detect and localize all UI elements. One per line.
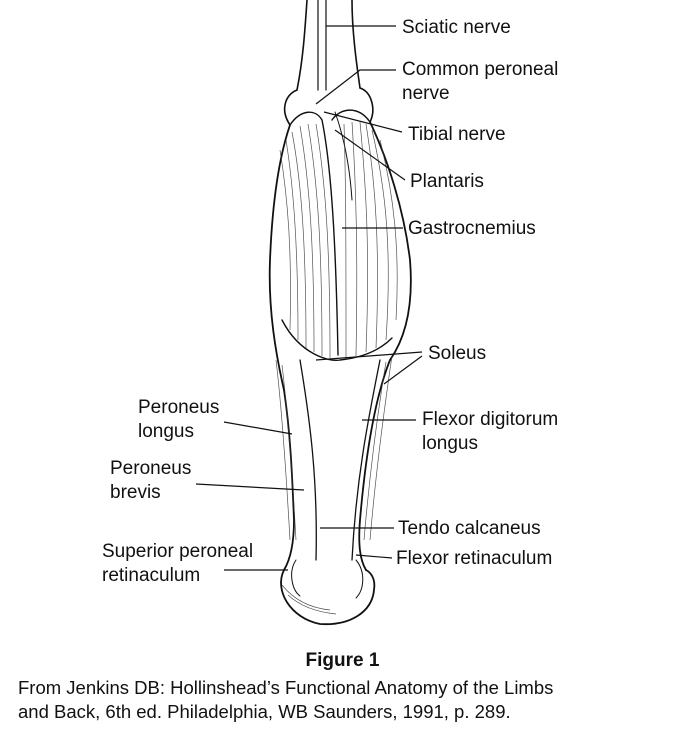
tendo-calcaneus-drawing [299,359,317,561]
label-superior-peroneal-retinaculum-line1: Superior peroneal [102,541,254,562]
label-tibial-nerve: Tibial nerve [408,124,506,145]
caption-line-1: From Jenkins DB: Hollinshead’s Functiona… [18,677,554,698]
label-common-peroneal-nerve-line1: Common peroneal [402,59,559,80]
label-peroneus-brevis-line1: Peroneus [110,458,192,479]
label-sciatic-nerve: Sciatic nerve [402,17,511,38]
label-soleus: Soleus [428,343,487,364]
leader-soleus-2 [383,355,423,385]
label-peroneus-brevis-line2: brevis [110,482,161,503]
leader-soleus-1 [315,351,423,361]
label-peroneus-longus-line2: longus [138,421,194,442]
gastrocnemius-lateral-head [331,109,371,123]
caption-line-2: and Back, 6th ed. Philadelphia, WB Saund… [18,701,511,722]
label-flexor-retinaculum: Flexor retinaculum [396,548,553,569]
label-superior-peroneal-retinaculum-line2: retinaculum [102,565,201,586]
label-common-peroneal-nerve-line2: nerve [402,83,450,104]
label-tendo-calcaneus: Tendo calcaneus [398,518,541,539]
anatomy-diagram: Sciatic nerve Common peroneal nerve Tibi… [102,0,559,625]
label-plantaris: Plantaris [410,171,484,192]
leader-common-peroneal-nerve [315,69,396,105]
leg-illustration [195,0,423,625]
label-flexor-digitorum-longus-line2: longus [422,433,478,454]
heel-outline [280,569,376,625]
leader-peroneus-longus [223,421,293,435]
thigh-outline [296,0,308,91]
label-peroneus-longus-line1: Peroneus [138,397,220,418]
plantaris-drawing [334,111,353,201]
leader-tibial-nerve [323,111,403,133]
calf-outline-left [268,124,295,571]
label-gastrocnemius: Gastrocnemius [408,218,536,239]
gastrocnemius-medial-head [289,111,339,356]
figure-title: Figure 1 [305,650,380,671]
leader-flexor-retinaculum [355,554,393,559]
leader-plantaris [334,129,406,181]
gastrocnemius-lower-border [281,319,393,362]
figure-caption: From Jenkins DB: Hollinshead’s Functiona… [18,676,678,724]
leader-peroneus-brevis [195,483,305,491]
calf-outline-right [358,121,412,571]
label-flexor-digitorum-longus-line1: Flexor digitorum [422,409,559,430]
